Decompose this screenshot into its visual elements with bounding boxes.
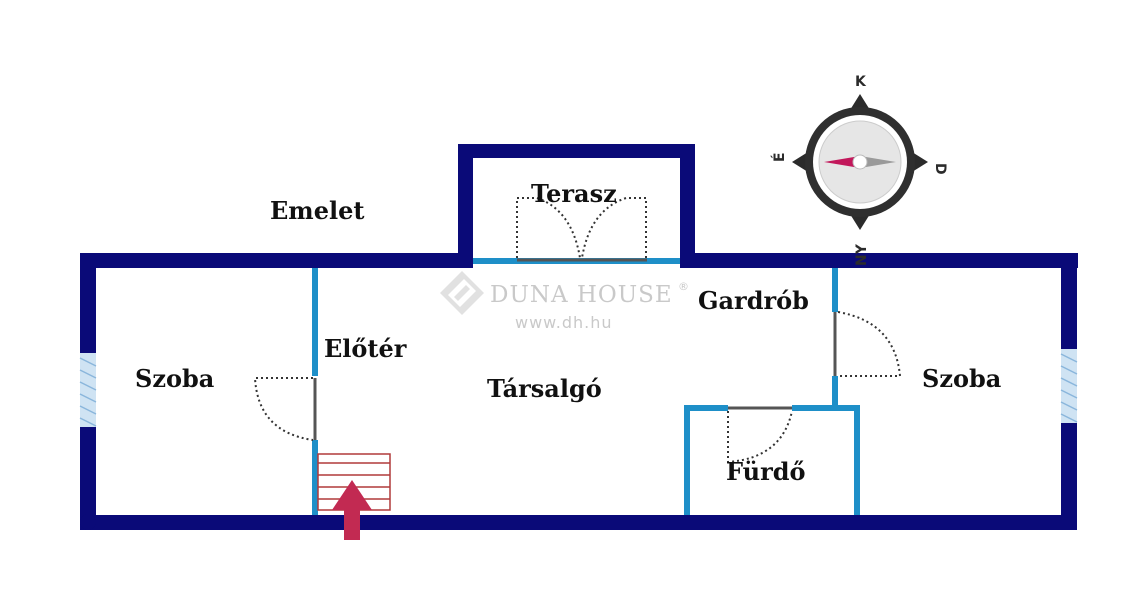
inner-walls <box>312 268 860 515</box>
door-right-room <box>833 311 902 377</box>
room-label-hall: Előtér <box>324 334 407 363</box>
door-left-room <box>253 377 317 441</box>
compass-letter-west: É <box>771 152 788 162</box>
compass-needle-icon <box>824 156 860 168</box>
outer-walls <box>80 144 1078 530</box>
compass-letter-north: K <box>855 74 867 90</box>
door-bathroom <box>727 406 793 464</box>
compass-letter-south: NY <box>854 243 870 266</box>
entrance-arrow-icon <box>332 480 372 540</box>
window-left <box>79 352 97 428</box>
room-label-wardrobe: Gardrób <box>698 286 809 315</box>
watermark-brand: DUNA HOUSE <box>490 282 673 308</box>
room-label-left: Szoba <box>135 364 214 393</box>
duna-house-logo-icon <box>440 271 484 315</box>
room-label-right: Szoba <box>922 364 1001 393</box>
room-label-living: Társalgó <box>487 374 602 403</box>
watermark-registered: ® <box>678 280 690 293</box>
terrace-double-door <box>516 197 647 262</box>
doors <box>253 197 902 464</box>
compass-letter-east: D <box>932 163 948 175</box>
watermark-url: www.dh.hu <box>515 313 613 332</box>
room-label-terrace: Terasz <box>531 179 617 208</box>
watermark: DUNA HOUSE ® www.dh.hu <box>440 271 690 332</box>
room-label-bathroom: Fürdő <box>726 457 806 486</box>
window-right <box>1060 348 1078 424</box>
level-label: Emelet <box>270 196 364 225</box>
compass: K D NY É <box>771 74 948 266</box>
